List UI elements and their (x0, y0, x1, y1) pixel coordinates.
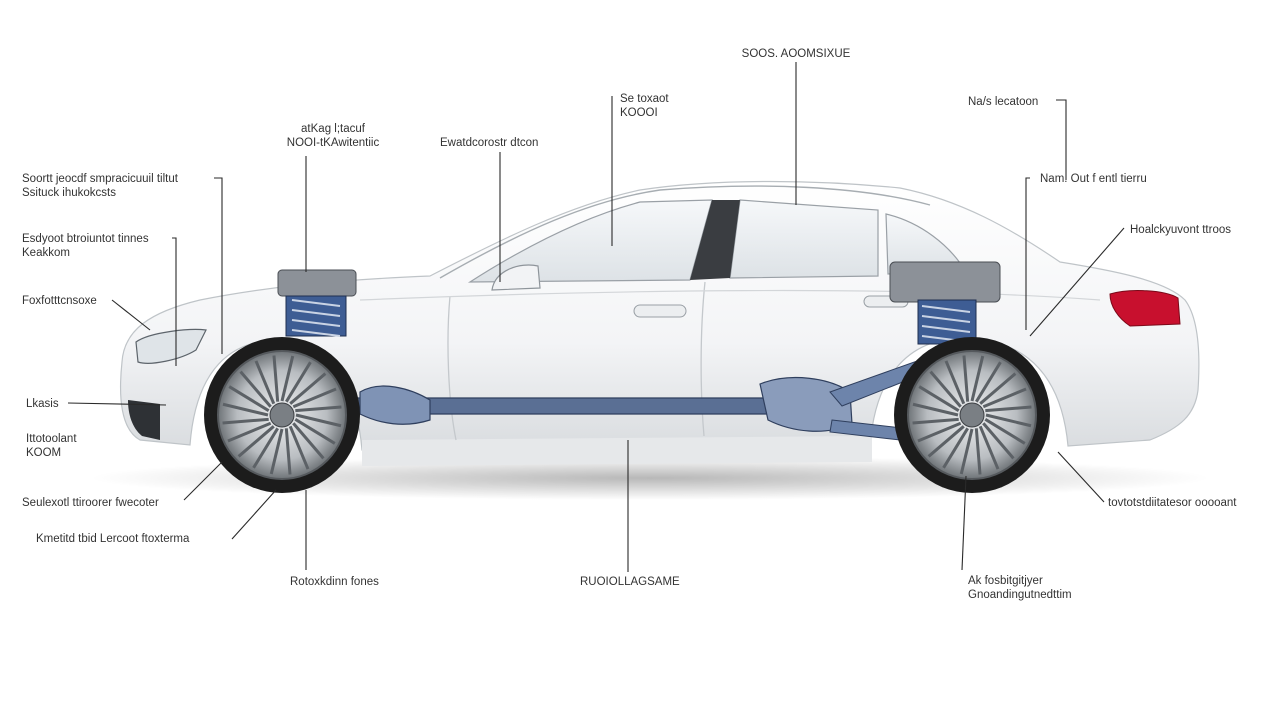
door-handle-front (633, 304, 687, 318)
wheel-spoke (912, 417, 959, 425)
wheel-spoke (254, 360, 276, 405)
label-left-top-line2: NOOI-tKAwitentiic (286, 137, 380, 149)
wheel-spoke (288, 425, 310, 470)
label-left-5: Ittotoolant KOOM (26, 432, 77, 460)
wheel-spoke (228, 385, 270, 412)
wheel-spoke (982, 422, 1015, 460)
tail-light (1109, 290, 1181, 327)
side-mirror (491, 264, 541, 291)
wheel-spoke (269, 428, 284, 475)
wheel-spoke (975, 361, 1002, 403)
label-top-mid-line1: Se toxaot (620, 93, 669, 105)
label-right-1: Nam. Out f entl tierru (1040, 173, 1147, 185)
rear-wheel (894, 337, 1050, 493)
wheel-spoke (284, 428, 292, 475)
label-left-1-line2: Ssituck ihukokcsts (22, 187, 116, 199)
label-top-mid-line2: KOOOI (620, 107, 658, 119)
wheel-spoke (289, 372, 327, 405)
wheel-spoke (239, 370, 272, 408)
wheel-spoke (918, 385, 960, 412)
label-left-2-line2: Keakkom (22, 247, 70, 259)
label-left-7: Kmetitd tbid Lercoot ftoxterma (36, 533, 190, 545)
rocker-panel (362, 436, 872, 466)
wheel-spoke (272, 355, 280, 402)
wheel-spoke (292, 422, 325, 460)
window-rear (729, 199, 879, 279)
character-line (359, 289, 1101, 301)
label-left-6: Seulexotl ttiroorer fwecoter (22, 497, 159, 509)
wheel-spoke (985, 405, 1032, 413)
wheel-spoke (962, 355, 970, 402)
wheel-spoke (974, 428, 982, 475)
label-left-4: Lkasis (26, 398, 59, 410)
wheel-spoke (292, 387, 337, 409)
b-pillar (690, 200, 740, 280)
front-suspension (277, 269, 357, 337)
window-front (467, 199, 713, 283)
wheel-spoke (252, 427, 279, 469)
wheel-spoke (979, 372, 1017, 405)
wheel-spoke (285, 361, 312, 403)
wheel-spoke (929, 370, 962, 408)
label-bottom-right: Ak fosbitgitjyer Gnoandingutnedttim (968, 574, 1072, 602)
wheel-spoke (280, 355, 295, 402)
wheel-spoke (984, 418, 1026, 445)
wheel-spoke (227, 421, 272, 443)
drivetrain (299, 359, 929, 443)
wheel-spoke (917, 421, 962, 443)
wheel-spoke (942, 427, 969, 469)
label-left-1-line1: Soortt jeocdf smpracicuuil tiltut (22, 173, 178, 185)
label-top-right: Na/s lecatoon (968, 96, 1039, 108)
rear-suspension (889, 261, 1001, 345)
wheel-spoke (978, 425, 1000, 470)
label-left-2: Esdyoot btroiuntot tinnes Keakkom (22, 232, 149, 260)
label-bottom-right-line1: Ak fosbitgitjyer (968, 575, 1043, 587)
label-left-5-line2: KOOM (26, 447, 62, 459)
wheel-spoke (912, 402, 959, 417)
wheel-spoke (237, 425, 275, 458)
leader-lines (67, 62, 1125, 572)
wheel-spoke (982, 387, 1027, 409)
label-left-5-line1: Ittotoolant (26, 433, 77, 445)
wheel-spoke (222, 402, 269, 417)
roof-line (439, 185, 931, 279)
wheel-spoke (944, 360, 966, 405)
headlight (135, 328, 207, 364)
door-line-front (447, 295, 457, 441)
wheel-spoke (985, 413, 1032, 428)
front-wheel (204, 337, 360, 493)
label-bottom-2: RUOIOLLAGSAME (580, 576, 680, 588)
door-line-middle (700, 281, 706, 437)
label-bottom-right-line2: Gnoandingutnedttim (968, 589, 1072, 601)
label-left-3: Foxfotttcnsoxe (22, 295, 97, 307)
label-bottom-1: Rotoxkdinn fones (290, 576, 379, 588)
label-upper-mid: Ewatdcorostr dtcon (440, 137, 539, 149)
label-right-6: tovtotstdiitatesor ooooant (1108, 497, 1237, 509)
label-right-2: Hoalckyuvont ttroos (1130, 224, 1231, 236)
label-left-2-line1: Esdyoot btroiuntot tinnes (22, 233, 149, 245)
wheel-spoke (927, 425, 965, 458)
front-grille (128, 400, 160, 440)
label-left-top-line1: atKag l;tacuf (301, 123, 365, 135)
wheel-spoke (295, 413, 342, 428)
wheel-spoke (294, 418, 336, 445)
wheel-spoke (959, 428, 974, 475)
wheel-spoke (970, 355, 985, 402)
wheel-spoke (222, 417, 269, 425)
label-left-top: atKag l;tacuf NOOI-tKAwitentiic (248, 122, 418, 150)
wheel-spoke (295, 405, 342, 413)
label-top-center: SOOS. AOOMSIXUE (741, 48, 851, 60)
label-left-1: Soortt jeocdf smpracicuuil tiltut Ssituc… (22, 172, 178, 200)
label-top-mid: Se toxaot KOOOI (620, 92, 669, 120)
